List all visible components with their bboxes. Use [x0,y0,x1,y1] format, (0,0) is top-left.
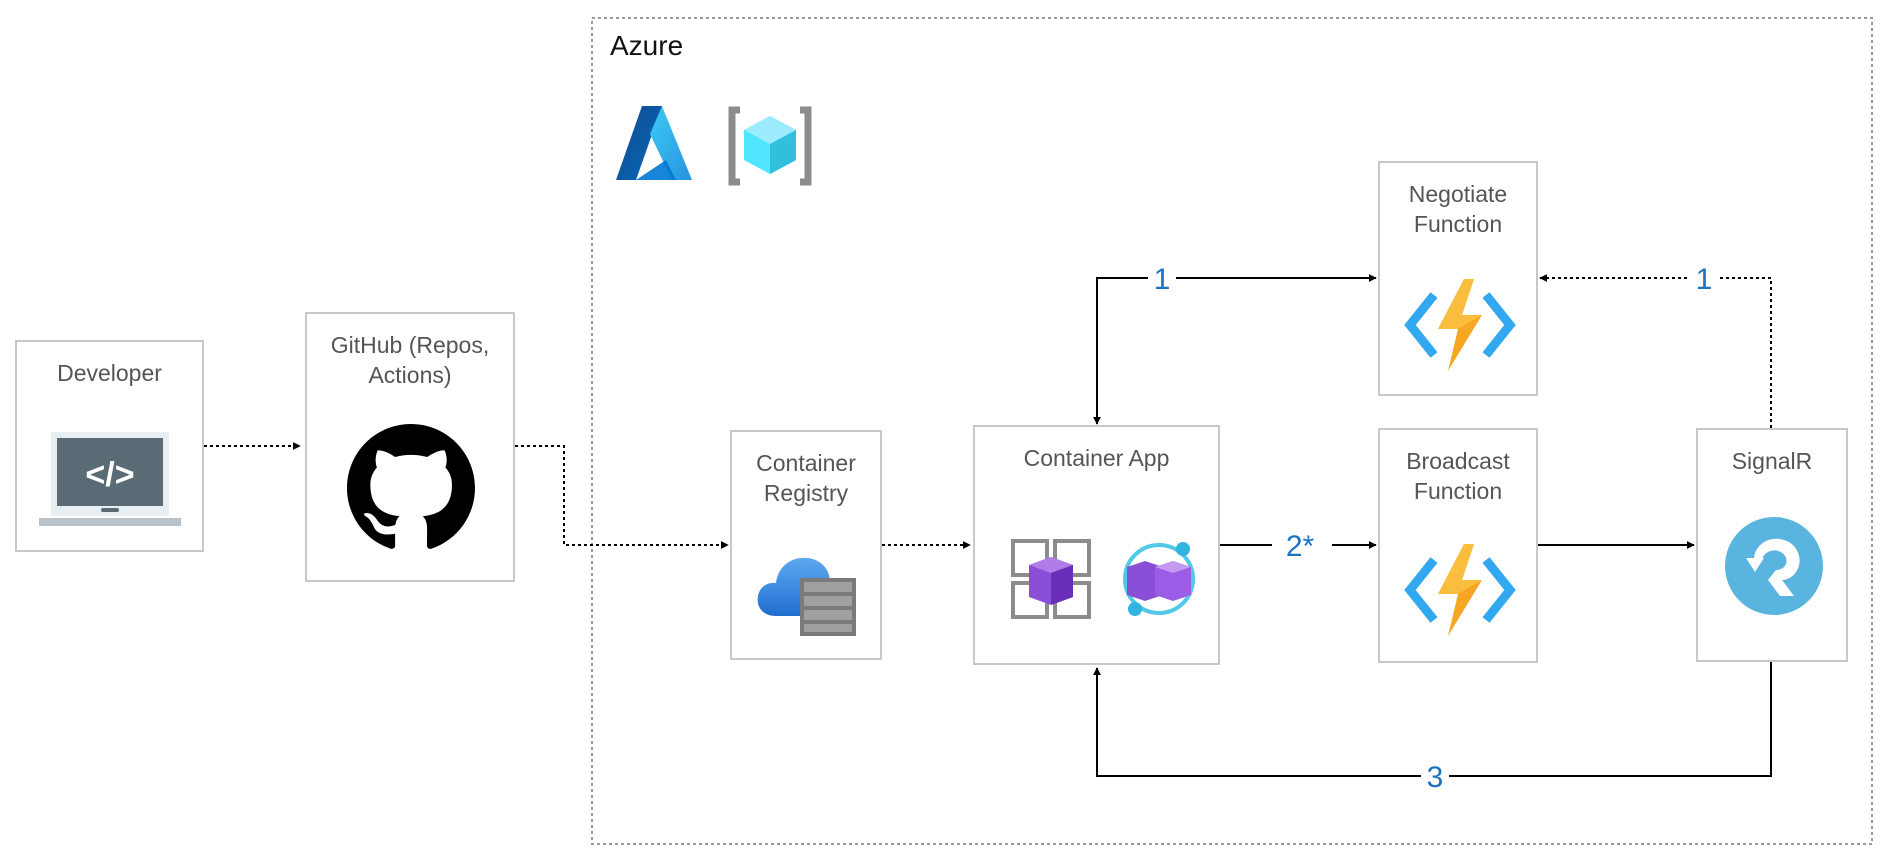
signalr-icon [1725,517,1823,615]
node-signalr-label: SignalR [1731,448,1813,474]
node-container-registry-label: Container Registry [756,450,856,506]
edge-label-app-negotiate: 1 [1154,263,1171,296]
node-negotiate-function: Negotiate Function [1378,161,1538,396]
node-github-label: GitHub (Repos, Actions) [330,332,490,388]
svg-text:</>: </> [85,456,134,494]
node-signalr: SignalR [1696,428,1848,662]
node-container-registry: Container Registry [730,430,882,660]
azure-region-border [591,17,1873,845]
container-registry-icon [757,557,856,636]
container-app-cycle-icon [1123,542,1195,616]
node-developer: Developer </> [15,340,204,552]
edge-github-registry [515,445,729,549]
node-developer-label: Developer [57,360,162,386]
edge-label-signalr-negotiate: 1 [1696,263,1713,296]
node-github: GitHub (Repos, Actions) [305,312,515,582]
azure-logo-icon [616,106,692,180]
azure-function-icon [1404,544,1516,636]
edge-label-app-broadcast: 2* [1286,530,1315,563]
container-app-grid-icon [1011,539,1091,619]
edge-signalr-negotiate [1539,274,1772,428]
azure-region-title: Azure [610,30,684,61]
github-octocat-icon [347,424,475,549]
node-broadcast-function-label: Broadcast Function [1406,448,1510,504]
laptop-code-icon: </> [39,432,181,526]
node-container-app: Container App [973,425,1220,665]
node-negotiate-function-label: Negotiate Function [1408,181,1508,237]
azure-function-icon [1404,279,1516,371]
edge-label-signalr-app: 3 [1427,761,1444,794]
edge-signalr-app [1093,662,1772,777]
edge-app-negotiate [1093,274,1377,425]
node-broadcast-function: Broadcast Function [1378,428,1538,663]
node-container-app-label: Container App [1023,445,1170,471]
container-apps-environment-icon [728,106,812,186]
